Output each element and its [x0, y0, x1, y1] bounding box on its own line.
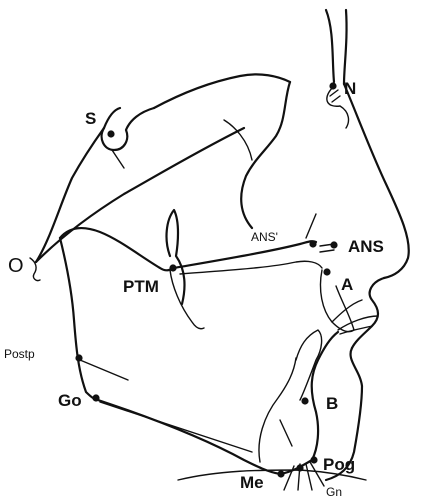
sella-line [112, 150, 124, 168]
sella-turcica-outline [102, 108, 154, 150]
ans-line [306, 214, 316, 238]
landmark-dot-Postp [75, 354, 82, 361]
frontal-inner [344, 10, 347, 84]
label-ANS-prime: ANS' [251, 230, 278, 244]
label-ANS: ANS [348, 237, 384, 256]
facial-line [280, 420, 292, 446]
lower-incisor [296, 330, 322, 400]
landmark-dot-B [301, 397, 308, 404]
upper-lip-curve [338, 316, 378, 330]
cranial-curve-upper [241, 82, 290, 228]
landmark-dot-Go [92, 394, 99, 401]
landmark-dot-S [107, 130, 114, 137]
soft-tissue-lip-profile [352, 278, 384, 348]
frontal-outline [326, 10, 334, 82]
cranial-base-outline [36, 108, 120, 262]
landmark-dot-PTM [169, 264, 176, 271]
gonial-tangent [80, 360, 128, 380]
landmark-dot-ANS-prime [309, 240, 316, 247]
label-Gn: Gn [326, 485, 342, 499]
mandibular-plane-line [100, 402, 252, 452]
gnathion-lines [284, 462, 324, 490]
anterior-cranial-outline [154, 74, 290, 108]
label-O: O [8, 255, 24, 277]
ramus-posterior [60, 238, 98, 400]
palatal-plane-outline [174, 241, 316, 268]
nasion-hash [330, 90, 340, 102]
landmark-dot-ANS [330, 241, 337, 248]
label-Pog: Pog [323, 455, 355, 474]
ramus-outline [60, 228, 174, 270]
landmark-dot-Me [277, 470, 284, 477]
label-Me: Me [240, 473, 264, 492]
landmark-dot-Gn [296, 464, 303, 471]
cranial-base-lower [36, 128, 244, 262]
mandibular-border [98, 400, 280, 474]
label-PTM: PTM [123, 277, 159, 296]
landmark-dot-N [329, 82, 336, 89]
label-A: A [341, 275, 353, 294]
cranial-back-line [224, 120, 252, 160]
label-B: B [326, 394, 338, 413]
label-Postp: Postp [4, 347, 35, 361]
symphysis-inner [259, 358, 296, 462]
label-Go: Go [58, 391, 82, 410]
orbit-hook [30, 258, 40, 281]
label-N: N [344, 79, 356, 98]
ptm-lower [170, 270, 204, 329]
landmark-dot-Pog [310, 456, 317, 463]
label-S: S [85, 109, 96, 128]
landmark-dot-A [323, 268, 330, 275]
